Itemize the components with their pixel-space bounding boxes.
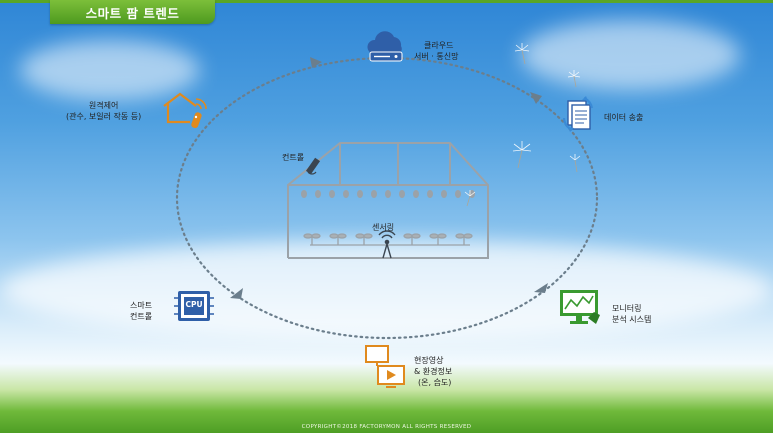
sky-cloud bbox=[520, 20, 740, 90]
video-monitor-icon bbox=[365, 345, 405, 388]
video-label-line3: (온, 습도) bbox=[418, 378, 452, 387]
sprinkler-drops bbox=[301, 190, 475, 198]
cycle-arrow bbox=[534, 283, 548, 293]
control-camera-icon bbox=[305, 157, 321, 175]
video-label-line2: & 환경정보 bbox=[414, 367, 453, 376]
video-label-line1: 현장영상 bbox=[414, 356, 444, 365]
smart-label-line1: 스마트 bbox=[130, 301, 153, 310]
cloud-server-icon bbox=[367, 31, 403, 62]
cpu-text: CPU bbox=[185, 300, 203, 309]
cycle-arrow bbox=[530, 92, 542, 104]
data-node-label: 데이터 송출 bbox=[604, 113, 644, 122]
horizon-haze bbox=[0, 240, 773, 340]
cycle-arrow bbox=[230, 288, 243, 299]
cloud-label-line2: 서버 · 통신망 bbox=[414, 52, 459, 61]
remote-label-line2: (관수, 보일러 작동 등) bbox=[66, 112, 142, 121]
monitor-label-line2: 분석 시스템 bbox=[612, 315, 652, 324]
plant-sprouts bbox=[303, 233, 473, 245]
monitor-label-line1: 모니터링 bbox=[612, 304, 642, 313]
smart-label-line2: 컨트롤 bbox=[130, 312, 153, 321]
remote-label-line1: 원격제어 bbox=[88, 101, 119, 110]
sky-cloud bbox=[20, 40, 200, 100]
greenhouse bbox=[287, 142, 489, 259]
page-title: 스마트 팜 트렌드 bbox=[50, 0, 215, 24]
top-accent-line bbox=[0, 0, 773, 3]
sensor-antenna-icon bbox=[378, 230, 396, 259]
monitor-node-label: 모니터링 분석 시스템 bbox=[612, 303, 651, 325]
cpu-icon: CPU bbox=[174, 288, 214, 324]
data-transfer-icon bbox=[562, 96, 594, 132]
greenhouse-sensing-label: 센서링 bbox=[372, 223, 395, 232]
greenhouse-control-label: 컨트롤 bbox=[282, 153, 305, 162]
footer-copyright: COPYRIGHT©2018 FACTORYMON ALL RIGHTS RES… bbox=[301, 424, 472, 430]
remote-control-icon bbox=[163, 92, 207, 129]
cycle-arrow bbox=[310, 57, 322, 68]
smart-node-label: 스마트 컨트롤 bbox=[130, 300, 152, 322]
cloud-node-label: 클라우드 서버 · 통신망 bbox=[414, 40, 458, 62]
monitor-chart-icon bbox=[560, 290, 600, 324]
cloud-label-line1: 클라우드 bbox=[424, 41, 454, 50]
remote-node-label: 원격제어 (관수, 보일러 작동 등) bbox=[66, 100, 141, 122]
video-node-label: 현장영상 & 환경정보 (온, 습도) bbox=[414, 355, 452, 388]
